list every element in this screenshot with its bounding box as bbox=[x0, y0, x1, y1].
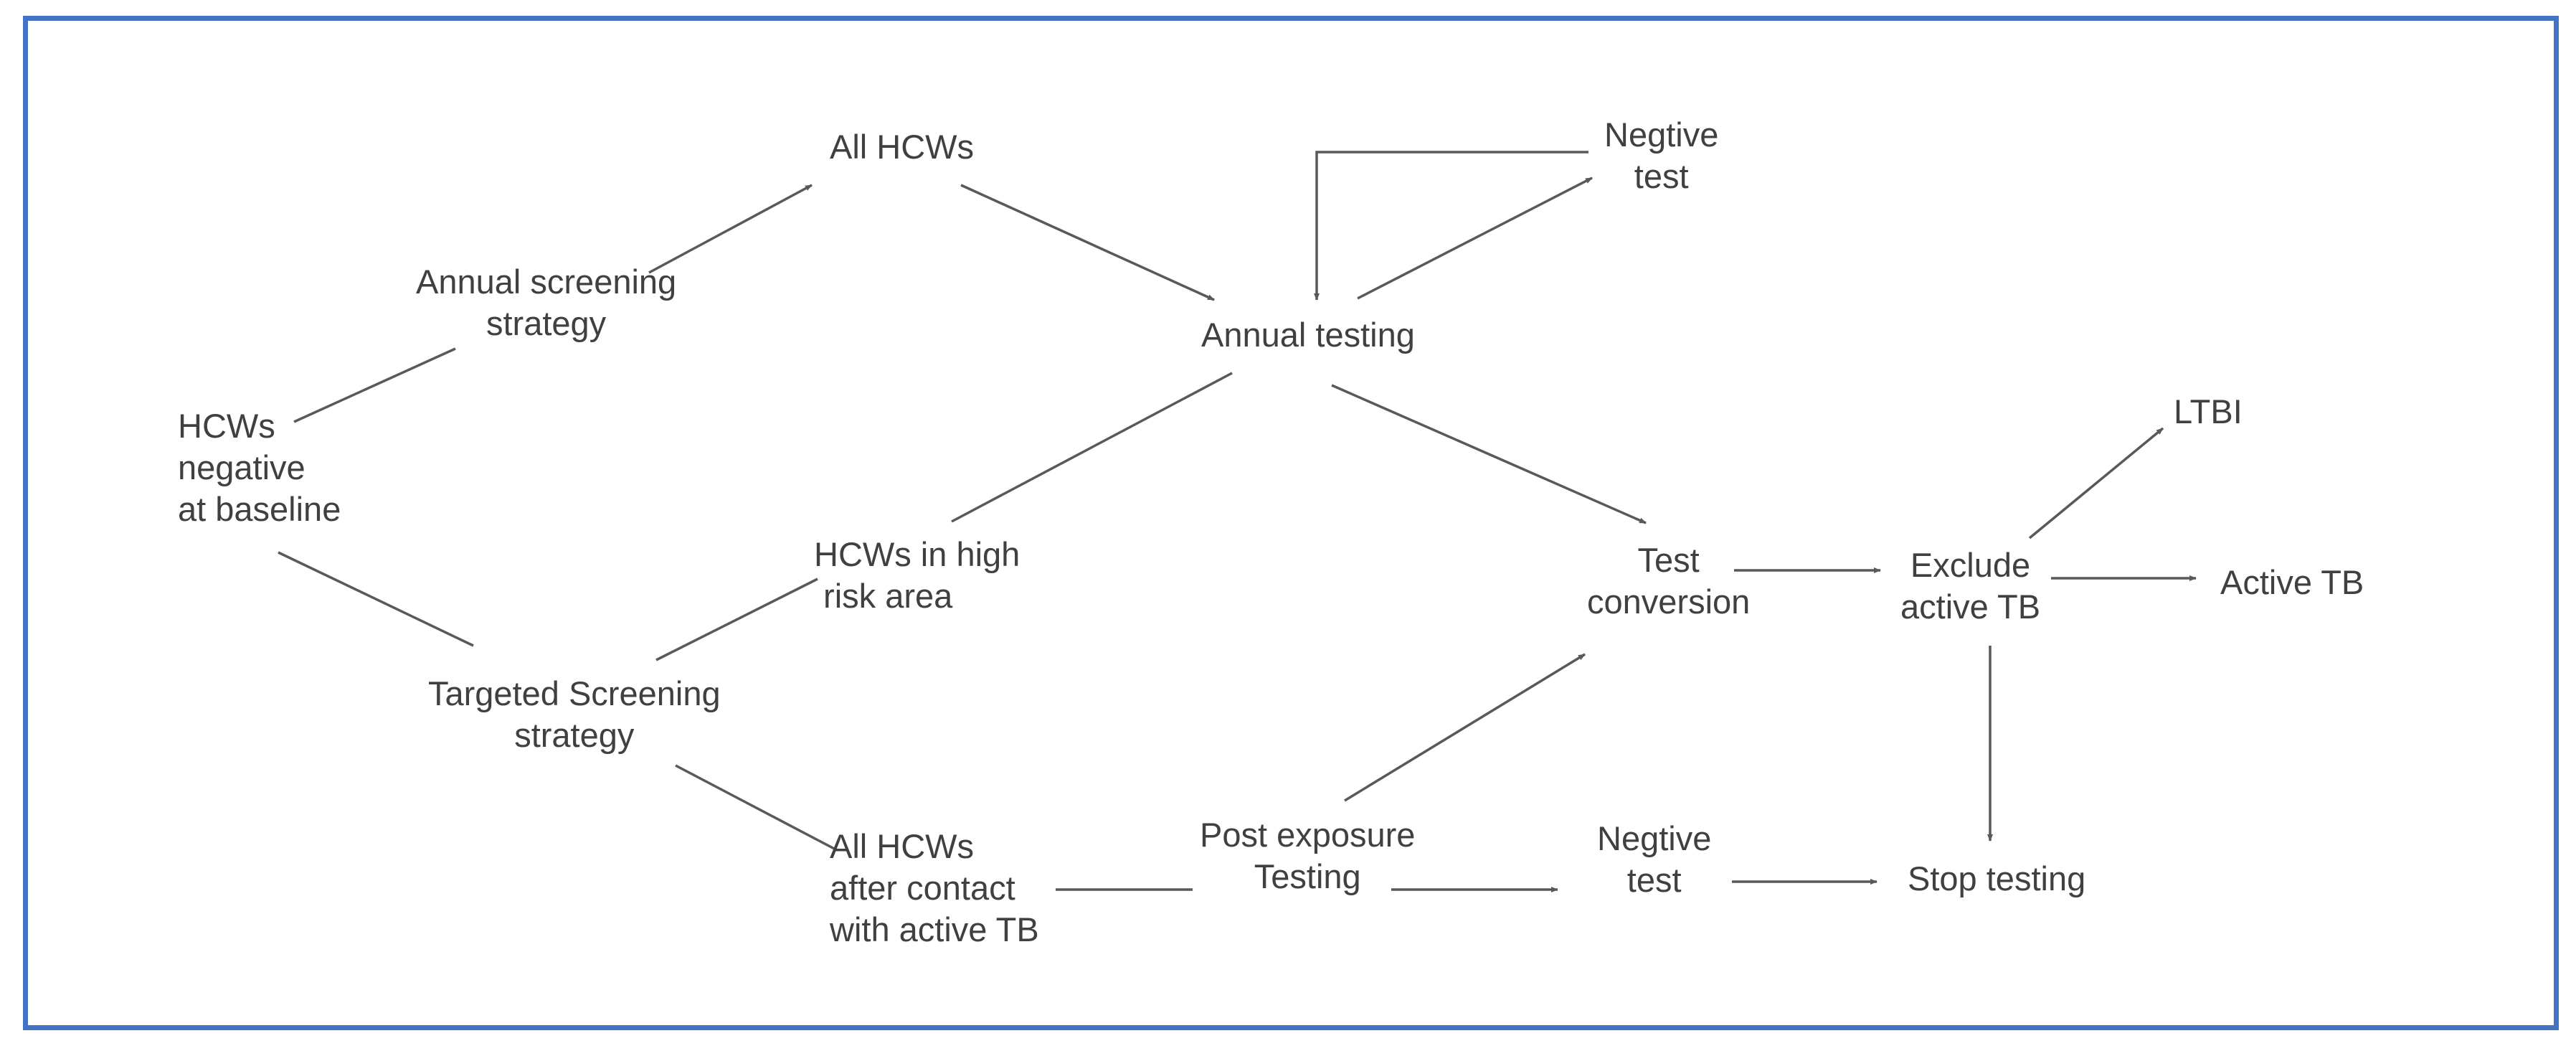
edge-high-risk-to-annual-testing bbox=[951, 372, 1233, 523]
node-annual-screening-strategy: Annual screening strategy bbox=[416, 263, 677, 342]
edge-layer bbox=[278, 151, 2197, 892]
node-hcws-high-risk-area: HCWs in high risk area bbox=[814, 535, 1021, 615]
edge-baseline-to-targeted-strategy bbox=[278, 551, 474, 647]
edge-all-hcws-to-annual-testing bbox=[960, 184, 1215, 301]
edge-targeted-to-after-contact bbox=[675, 764, 838, 852]
node-active-tb: Active TB bbox=[2220, 563, 2364, 601]
node-negtive-test-bottom: Negtive test bbox=[1597, 819, 1712, 899]
node-ltbi: LTBI bbox=[2174, 392, 2243, 430]
edge-baseline-to-annual-strategy bbox=[293, 347, 456, 423]
node-stop-testing: Stop testing bbox=[1908, 859, 2086, 897]
node-test-conversion: Test conversion bbox=[1587, 541, 1751, 621]
diagram-frame bbox=[23, 16, 2559, 1030]
node-annual-testing: Annual testing bbox=[1201, 316, 1415, 354]
edge-post-exposure-to-test-conversion bbox=[1344, 653, 1586, 802]
node-all-hcws: All HCWs bbox=[830, 128, 975, 166]
edge-negtive-top-loop-back bbox=[1314, 151, 1588, 301]
node-all-hcws-after-contact: All HCWs after contact with active TB bbox=[830, 827, 1039, 948]
node-negtive-test-top: Negtive test bbox=[1604, 116, 1719, 195]
node-post-exposure-testing: Post exposure Testing bbox=[1200, 816, 1416, 895]
edge-annual-testing-to-test-conversion bbox=[1331, 384, 1647, 524]
node-targeted-screening-strategy: Targeted Screening strategy bbox=[428, 674, 721, 754]
edge-annual-testing-to-negtive-top bbox=[1357, 176, 1593, 300]
node-exclude-active-tb: Exclude active TB bbox=[1900, 546, 2041, 626]
edge-targeted-to-high-risk bbox=[655, 578, 818, 661]
edge-annual-strategy-to-all-hcws bbox=[648, 184, 813, 274]
node-hcws-negative-baseline: HCWs negative at baseline bbox=[178, 407, 341, 528]
edge-exclude-to-ltbi bbox=[2028, 427, 2164, 539]
